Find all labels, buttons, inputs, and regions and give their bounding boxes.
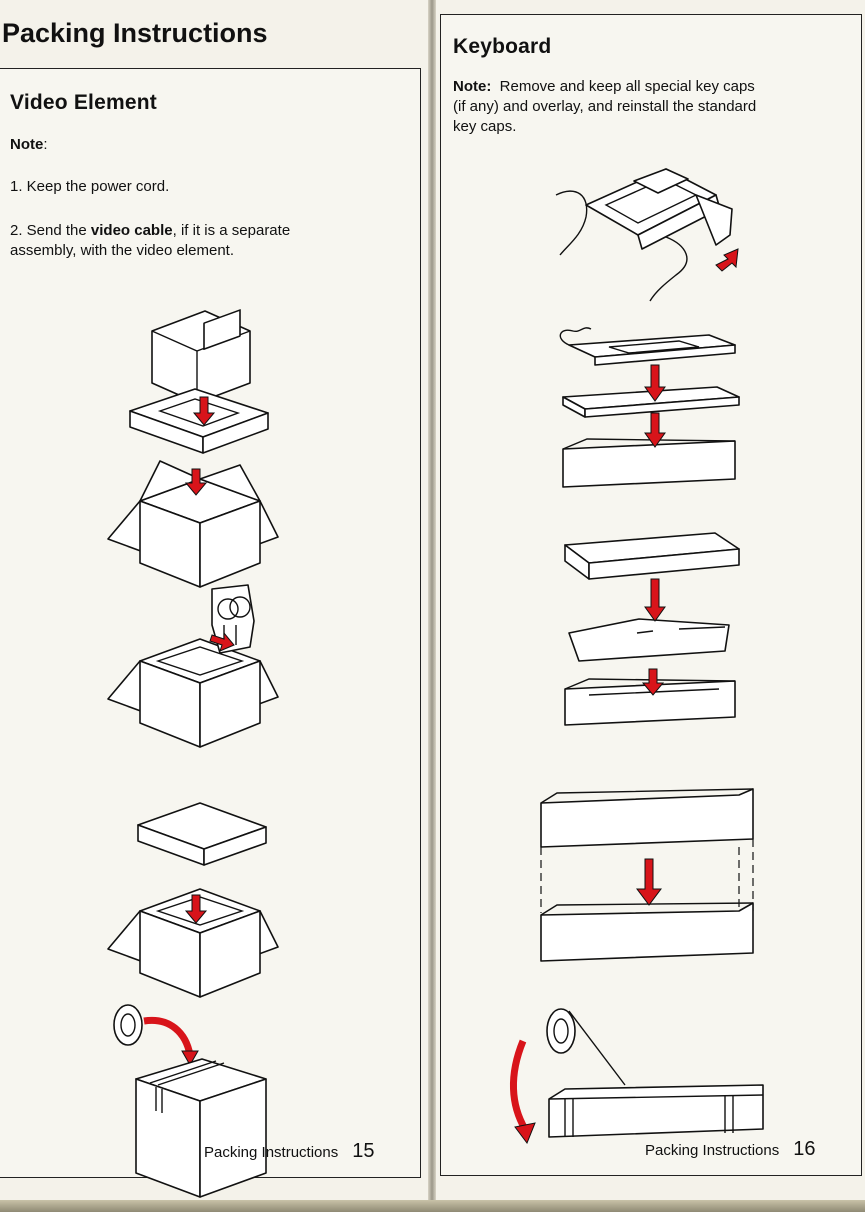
bottom-edge [0, 1200, 865, 1212]
video-item-2-line1: 2. Send the video cable, if it is a sepa… [10, 221, 290, 241]
keyboard-into-tray-illustration [559, 327, 740, 488]
monitor-into-box-illustration [107, 309, 279, 588]
page-gutter [428, 0, 436, 1212]
tape-sealed-box-illustration [113, 1004, 267, 1198]
keyboard-note-line3: key caps. [453, 118, 517, 135]
left-page-number: 15 [352, 1140, 375, 1162]
video-item-2-rest: , if it is a separate [172, 222, 291, 239]
keyboard-title: Keyboard [453, 35, 552, 58]
right-page-number: 16 [793, 1138, 816, 1160]
right-page: Keyboard Note: Remove and keep all speci… [432, 0, 865, 1212]
video-item-2-line2: assembly, with the video element. [10, 242, 234, 259]
keyboard-note-label: Note: [453, 78, 492, 95]
left-footer: Packing Instructions 15 [204, 1140, 374, 1163]
video-cable-into-box-illustration [107, 584, 279, 748]
keyboard-note-line2: (if any) and overlay, and reinstall the … [453, 98, 757, 115]
video-cable-bold: video cable [90, 222, 173, 239]
page-header-title: Packing Instructions [2, 18, 268, 48]
right-footer-label: Packing Instructions [645, 1142, 780, 1159]
video-element-title: Video Element [10, 91, 157, 114]
keyboard-panel: Keyboard Note: Remove and keep all speci… [440, 14, 862, 1176]
right-footer: Packing Instructions 16 [645, 1138, 815, 1161]
video-item-2-prefix: 2. Send the [10, 222, 91, 239]
video-note-label: Note [10, 136, 44, 153]
tape-keyboard-box-illustration [510, 1008, 764, 1145]
left-footer-label: Packing Instructions [204, 1144, 339, 1161]
left-page: Packing Instructions Video Element Note:… [0, 0, 432, 1212]
foam-lid-onto-box-illustration [107, 802, 279, 998]
video-note-colon: : [43, 136, 48, 153]
keyboard-note-line1: Note: Remove and keep all special key ca… [453, 77, 755, 97]
keyboard-note-text-1: Remove and keep all special key caps [499, 78, 755, 95]
video-element-panel: Video Element Note: 1. Keep the power co… [0, 68, 421, 1198]
keycaps-into-tray-illustration [564, 532, 740, 726]
lid-onto-keyboard-box-illustration [540, 788, 754, 962]
hands-lifting-keyboard-illustration [555, 168, 739, 302]
video-note: Note: [10, 135, 48, 155]
video-item-1: 1. Keep the power cord. [10, 178, 170, 195]
